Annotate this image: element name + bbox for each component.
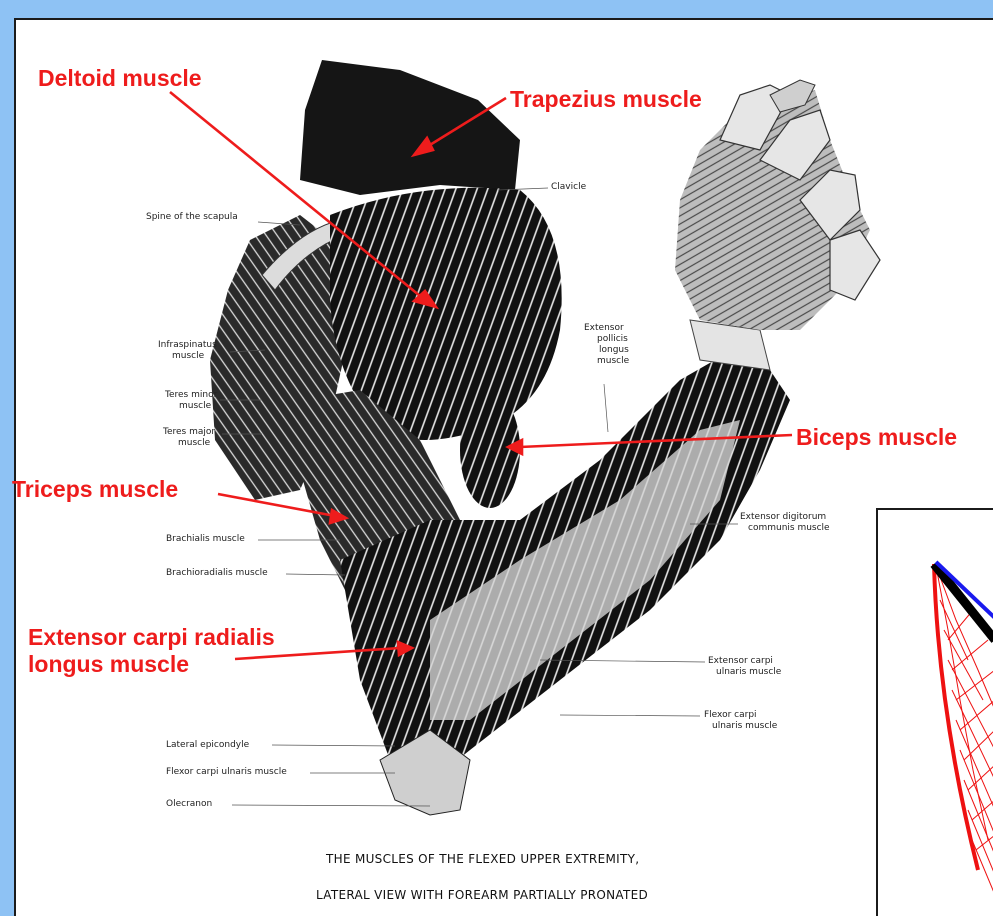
label-infraspinatus-1: Infraspinatus — [158, 340, 217, 350]
biceps-shape — [460, 392, 520, 508]
label-teres-major-1: Teres major — [163, 427, 215, 437]
caption-line2: LATERAL VIEW WITH FOREARM PARTIALLY PRON… — [316, 888, 648, 902]
label-olecranon: Olecranon — [166, 799, 212, 809]
label-infraspinatus-2: muscle — [172, 351, 204, 361]
label-teres-minor-1: Teres minor — [165, 390, 217, 400]
inset-diagram — [876, 508, 993, 916]
trapezius-shape — [300, 60, 520, 195]
label-brachioradialis: Brachioradialis muscle — [166, 568, 268, 578]
label-extensor-pollicis-4: muscle — [597, 356, 629, 366]
label-teres-minor-2: muscle — [179, 401, 211, 411]
label-extensor-carpi-ulnaris-1: Extensor carpi — [708, 656, 773, 666]
label-clavicle: Clavicle — [551, 182, 586, 192]
label-extensor-pollicis-3: longus — [599, 345, 629, 355]
label-brachialis: Brachialis muscle — [166, 534, 245, 544]
label-flexor-carpi-ulnaris-1: Flexor carpi — [704, 710, 757, 720]
label-spine-scapula: Spine of the scapula — [146, 212, 238, 222]
label-flexor-carpi-ulnaris-2: ulnaris muscle — [712, 721, 777, 731]
label-lateral-epicondyle: Lateral epicondyle — [166, 740, 249, 750]
callout-deltoid: Deltoid muscle — [38, 65, 202, 91]
label-extensor-pollicis-2: pollicis — [597, 334, 628, 344]
label-extensor-pollicis-1: Extensor — [584, 323, 624, 333]
caption-line1: THE MUSCLES OF THE FLEXED UPPER EXTREMIT… — [326, 852, 639, 866]
label-extensor-digitorum-1: Extensor digitorum — [740, 512, 826, 522]
inset-lattice-drawing — [878, 510, 993, 916]
label-extensor-carpi-ulnaris-2: ulnaris muscle — [716, 667, 781, 677]
label-teres-major-2: muscle — [178, 438, 210, 448]
callout-triceps: Triceps muscle — [12, 476, 178, 502]
callout-extensor-carpi-line2: longus muscle — [28, 651, 189, 677]
callout-extensor-carpi-line1: Extensor carpi radialis — [28, 624, 275, 650]
label-flexor-carpi-ulnaris-muscle: Flexor carpi ulnaris muscle — [166, 767, 287, 777]
label-extensor-digitorum-2: communis muscle — [748, 523, 830, 533]
callout-trapezius: Trapezius muscle — [510, 86, 702, 112]
callout-biceps: Biceps muscle — [796, 424, 957, 450]
inset-red-lattice — [936, 566, 993, 895]
